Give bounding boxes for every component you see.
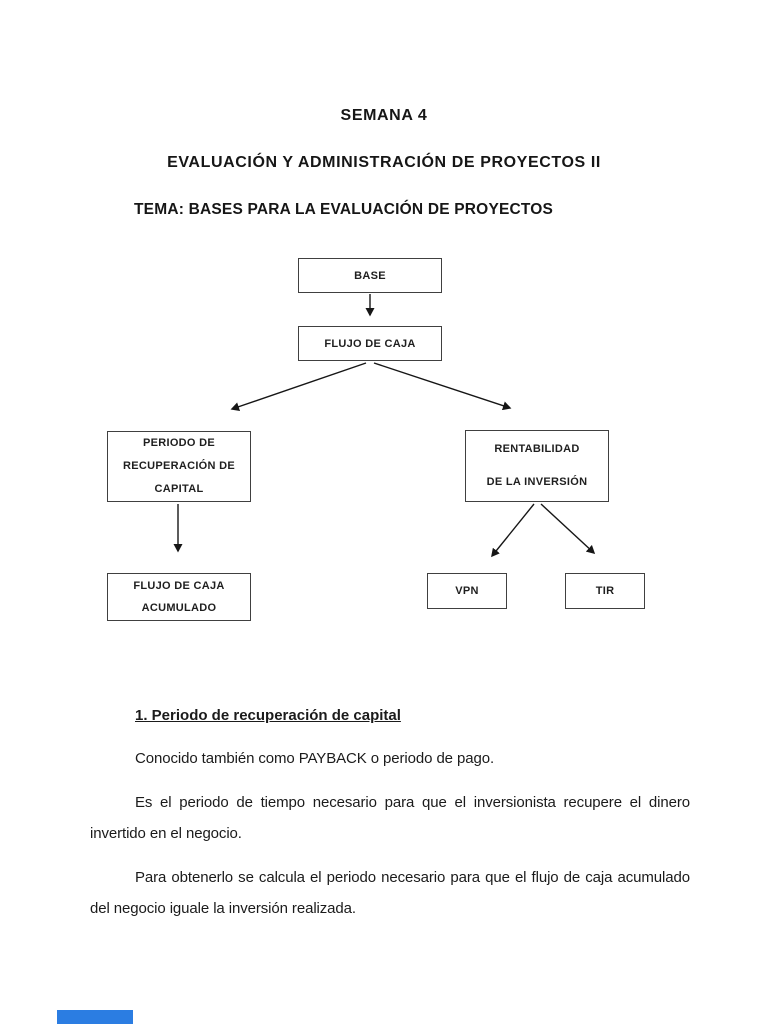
page-title: SEMANA 4 [340,107,428,124]
node-periodo-recuperacion-capital: PERIODO DE RECUPERACIÓN DE CAPITAL [107,431,251,502]
node-base: BASE [298,258,442,293]
paragraph-definition: Es el periodo de tiempo necesario para q… [90,794,690,842]
page-subtitle: EVALUACIÓN Y ADMINISTRACIÓN DE PROYECTOS… [167,154,601,171]
node-tir: TIR [565,573,645,609]
node-flujo-caja-acumulado: FLUJO DE CAJA ACUMULADO [107,573,251,621]
page-progress-bar [57,1010,133,1024]
node-rentabilidad-inversion: RENTABILIDAD DE LA INVERSIÓN [465,430,609,502]
node-vpn: VPN [427,573,507,609]
paragraph-calculation: Para obtenerlo se calcula el periodo nec… [90,869,690,917]
body-text-section: 1. Periodo de recuperación de capital Co… [90,700,690,937]
section-heading: 1. Periodo de recuperación de capital [135,707,401,724]
node-flujo-de-caja: FLUJO DE CAJA [298,326,442,361]
page-topic: TEMA: BASES PARA LA EVALUACIÓN DE PROYEC… [134,201,554,218]
paragraph-payback: Conocido también como PAYBACK o periodo … [135,750,495,767]
